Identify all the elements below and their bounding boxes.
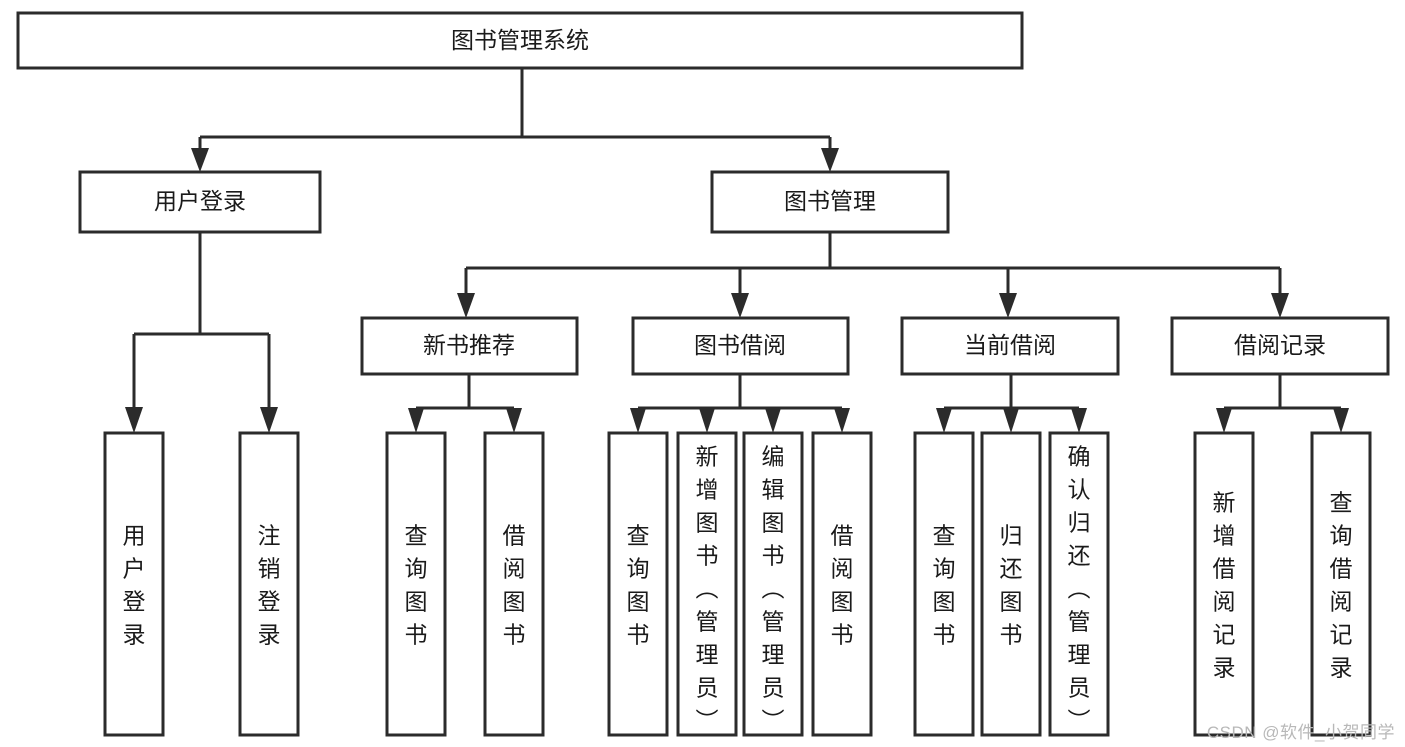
node-leaf-edit-book[interactable]: 编辑图书︵管理员︶ (742, 431, 804, 737)
node-new-book-recommend[interactable]: 新书推荐 (360, 316, 579, 376)
node-root[interactable]: 图书管理系统 (16, 11, 1024, 70)
node-leaf-query-record[interactable]: 查询借阅记录 (1310, 431, 1372, 737)
node-leaf-query-book-2-box[interactable] (607, 431, 669, 737)
node-current-borrow-label: 当前借阅 (964, 332, 1056, 358)
arrow-head-new-book-recommend (457, 293, 475, 318)
arrow-head-leaf-query-book-2 (630, 408, 646, 433)
arrow-head-leaf-edit-book (765, 408, 781, 433)
node-leaf-query-record-label: 查询借阅记录 (1330, 490, 1353, 681)
node-user-login[interactable]: 用户登录 (78, 170, 322, 234)
arrow-head-leaf-query-record (1333, 408, 1349, 433)
node-root-label: 图书管理系统 (451, 27, 589, 53)
node-leaf-add-record-label: 新增借阅记录 (1213, 490, 1236, 681)
node-leaf-confirm-return-label: 确认归还︵管理员︶ (1068, 444, 1091, 734)
arrow-head-book-borrow (731, 293, 749, 318)
arrow-head-borrow-record (1271, 293, 1289, 318)
node-leaf-user-login-label: 用户登录 (123, 523, 146, 648)
node-leaf-logout-box[interactable] (238, 431, 300, 737)
arrow-head-book-manage (821, 148, 839, 172)
node-leaf-borrow-book-1[interactable]: 借阅图书 (483, 431, 545, 737)
node-leaf-borrow-book-2-box[interactable] (811, 431, 873, 737)
node-leaf-logout-label: 注销登录 (258, 523, 281, 648)
node-leaf-edit-book-label: 编辑图书︵管理员︶ (762, 444, 785, 734)
arrow-head-leaf-logout (260, 407, 278, 433)
node-leaf-borrow-book-2[interactable]: 借阅图书 (811, 431, 873, 737)
node-leaf-query-book-1[interactable]: 查询图书 (385, 431, 447, 737)
arrow-head-current-borrow (999, 293, 1017, 318)
arrow-head-leaf-query-book-3 (936, 408, 952, 433)
node-leaf-return-book-label: 归还图书 (1000, 523, 1023, 648)
node-leaf-query-book-3-label: 查询图书 (933, 523, 956, 648)
connectors (125, 68, 1349, 433)
node-leaf-query-book-3[interactable]: 查询图书 (913, 431, 975, 737)
node-current-borrow[interactable]: 当前借阅 (900, 316, 1120, 376)
node-leaf-logout[interactable]: 注销登录 (238, 431, 300, 737)
node-leaf-query-book-1-label: 查询图书 (405, 523, 428, 648)
node-book-borrow-box[interactable] (631, 316, 850, 376)
node-leaf-borrow-book-2-label: 借阅图书 (831, 523, 854, 648)
node-leaf-user-login[interactable]: 用户登录 (103, 431, 165, 737)
node-new-book-recommend-label: 新书推荐 (423, 332, 515, 358)
node-leaf-query-book-1-box[interactable] (385, 431, 447, 737)
node-current-borrow-box[interactable] (900, 316, 1120, 376)
arrow-head-user-login (191, 148, 209, 172)
arrow-head-leaf-borrow-book-2 (834, 408, 850, 433)
arrow-head-leaf-add-record (1216, 408, 1232, 433)
node-book-borrow-label: 图书借阅 (694, 332, 786, 358)
node-leaf-return-book-box[interactable] (980, 431, 1042, 737)
arrow-head-leaf-query-book-1 (408, 408, 424, 433)
node-leaf-return-book[interactable]: 归还图书 (980, 431, 1042, 737)
node-book-manage-box[interactable] (710, 170, 950, 234)
node-leaf-confirm-return-box[interactable] (1048, 431, 1110, 737)
node-book-manage-label: 图书管理 (784, 188, 876, 214)
node-leaf-query-book-3-box[interactable] (913, 431, 975, 737)
node-leaf-add-book-box[interactable] (676, 431, 738, 737)
arrow-head-leaf-borrow-book-1 (506, 408, 522, 433)
node-leaf-add-record[interactable]: 新增借阅记录 (1193, 431, 1255, 737)
node-leaf-user-login-box[interactable] (103, 431, 165, 737)
node-leaf-add-book-label: 新增图书︵管理员︶ (696, 444, 719, 734)
node-leaf-confirm-return[interactable]: 确认归还︵管理员︶ (1048, 431, 1110, 737)
node-borrow-record[interactable]: 借阅记录 (1170, 316, 1390, 376)
node-new-book-recommend-box[interactable] (360, 316, 579, 376)
node-leaf-query-book-2[interactable]: 查询图书 (607, 431, 669, 737)
arrow-head-leaf-return-book (1003, 408, 1019, 433)
csdn-watermark: CSDN @软件_小贺同学 (1206, 723, 1395, 742)
node-borrow-record-box[interactable] (1170, 316, 1390, 376)
node-user-login-label: 用户登录 (154, 188, 246, 214)
node-leaf-add-record-box[interactable] (1193, 431, 1255, 737)
node-leaf-borrow-book-1-label: 借阅图书 (503, 523, 526, 648)
node-book-manage[interactable]: 图书管理 (710, 170, 950, 234)
node-leaf-add-book[interactable]: 新增图书︵管理员︶ (676, 431, 738, 737)
node-leaf-query-book-2-label: 查询图书 (627, 523, 650, 648)
node-leaf-edit-book-box[interactable] (742, 431, 804, 737)
node-borrow-record-label: 借阅记录 (1234, 332, 1326, 358)
node-leaf-borrow-book-1-box[interactable] (483, 431, 545, 737)
node-root-box[interactable] (16, 11, 1024, 70)
node-book-borrow[interactable]: 图书借阅 (631, 316, 850, 376)
node-user-login-box[interactable] (78, 170, 322, 234)
arrow-head-leaf-add-book (699, 408, 715, 433)
node-leaf-query-record-box[interactable] (1310, 431, 1372, 737)
arrow-head-leaf-user-login (125, 407, 143, 433)
arrow-head-leaf-confirm-return (1071, 408, 1087, 433)
